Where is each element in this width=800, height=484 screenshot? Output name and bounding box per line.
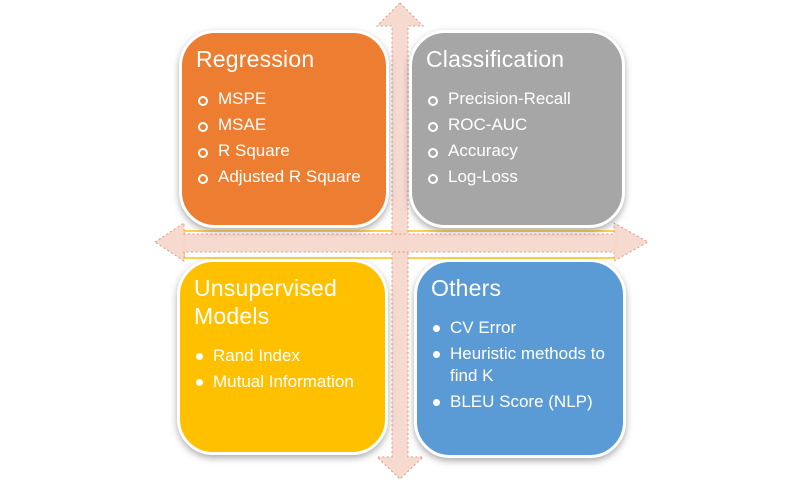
metric-list: MSPE MSAE R Square Adjusted R Square <box>196 88 374 188</box>
list-item: Precision-Recall <box>428 88 610 110</box>
metric-list: Rand Index Mutual Information <box>194 345 373 393</box>
list-item-label: Accuracy <box>448 141 518 160</box>
list-item: Adjusted R Square <box>198 166 374 188</box>
list-item: CV Error <box>433 317 611 339</box>
quadrant-unsupervised-models: Unsupervised Models Rand Index Mutual In… <box>177 259 388 455</box>
quadrant-title: Others <box>431 275 502 301</box>
bullet-icon <box>196 353 203 360</box>
bullet-icon <box>433 351 440 358</box>
bullet-icon <box>428 174 438 184</box>
bullet-icon <box>196 379 203 386</box>
list-item: Rand Index <box>196 345 373 367</box>
list-item: BLEU Score (NLP) <box>433 391 611 413</box>
bullet-icon <box>198 96 208 106</box>
list-item: ROC-AUC <box>428 114 610 136</box>
bullet-icon <box>428 96 438 106</box>
list-item-label: Heuristic methods to find K <box>450 344 605 385</box>
list-item-label: MSAE <box>218 115 267 134</box>
bullet-icon <box>198 122 208 132</box>
quadrant-title: Classification <box>426 46 565 72</box>
list-item: MSAE <box>198 114 374 136</box>
bullet-icon <box>428 148 438 158</box>
bullet-icon <box>198 148 208 158</box>
list-item-label: ROC-AUC <box>448 115 528 134</box>
list-item: MSPE <box>198 88 374 110</box>
list-item-label: MSPE <box>218 89 267 108</box>
bullet-icon <box>433 399 440 406</box>
horizontal-axis-arrow <box>154 222 650 262</box>
list-item: Accuracy <box>428 140 610 162</box>
list-item-label: Log-Loss <box>448 167 518 186</box>
list-item-label: BLEU Score (NLP) <box>450 392 593 411</box>
quadrant-title: Regression <box>196 46 315 72</box>
bullet-icon <box>433 325 440 332</box>
list-item-label: Precision-Recall <box>448 89 571 108</box>
list-item-label: Mutual Information <box>213 372 354 391</box>
metric-list: CV Error Heuristic methods to find K BLE… <box>431 317 611 413</box>
metric-list: Precision-Recall ROC-AUC Accuracy Log-Lo… <box>426 88 610 188</box>
bullet-icon <box>428 122 438 132</box>
bullet-icon <box>198 174 208 184</box>
list-item-label: R Square <box>218 141 290 160</box>
list-item-label: CV Error <box>450 318 517 337</box>
quadrant-classification: Classification Precision-Recall ROC-AUC … <box>409 30 625 228</box>
quadrant-others: Others CV Error Heuristic methods to fin… <box>414 259 626 458</box>
list-item: R Square <box>198 140 374 162</box>
list-item: Heuristic methods to find K <box>433 343 611 387</box>
list-item: Mutual Information <box>196 371 373 393</box>
list-item-label: Rand Index <box>213 346 300 365</box>
list-item: Log-Loss <box>428 166 610 188</box>
quadrant-regression: Regression MSPE MSAE R Square Adjusted R… <box>179 30 389 228</box>
quadrant-title: Unsupervised Models <box>194 275 338 329</box>
list-item-label: Adjusted R Square <box>218 167 361 186</box>
